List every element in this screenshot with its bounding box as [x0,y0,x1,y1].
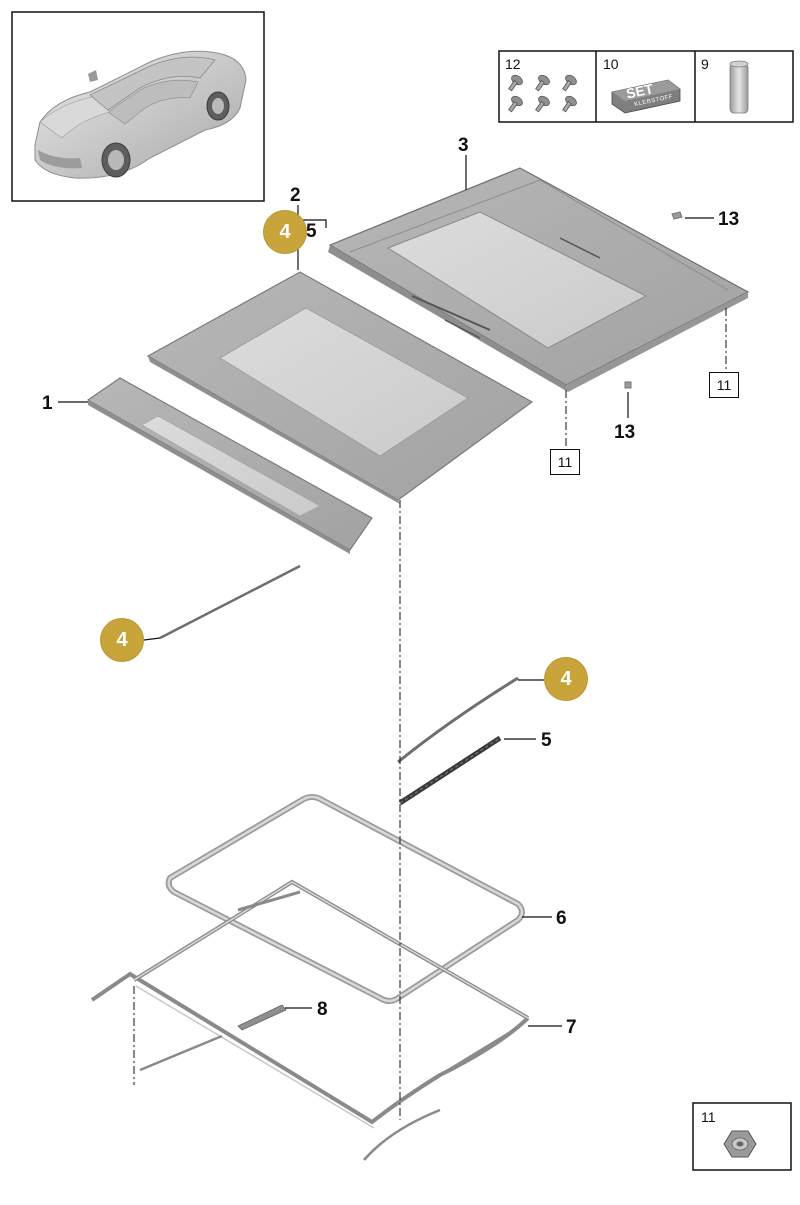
callout-6: 6 [556,908,567,929]
callout-13-bottom: 13 [614,422,636,443]
callout-2: 2 [290,185,301,206]
adhesive-set-icon [611,79,681,114]
clip-part-8 [237,1004,287,1031]
circled-callout-4-top: 4 [263,210,307,254]
callout-5-top: 5 [306,221,317,242]
callout-7: 7 [566,1017,577,1038]
callout-5-bottom: 5 [541,730,552,751]
legend-label-11: 11 [701,1109,716,1125]
clip-part-13-a [671,211,683,220]
can-icon [729,60,749,114]
seal-strips [159,564,519,806]
nut-icon [723,1130,757,1158]
vehicle-thumbnail [11,11,265,202]
callout-8: 8 [317,999,328,1020]
nut-legend-box [692,1102,792,1171]
glass-panel-part-2 [146,271,534,504]
seal-ring-part-6 [165,794,525,1004]
legend-label-9: 9 [701,56,709,72]
roof-frame-part-3 [328,167,750,392]
callout-3: 3 [458,135,469,156]
screw-set-icon [508,74,577,113]
legend-label-10: 10 [603,56,619,72]
alignment-lines [133,308,727,1120]
callout-1: 1 [42,393,53,414]
circled-callout-4-left: 4 [100,618,144,662]
front-panel-part-1 [86,377,373,554]
boxed-callout-11-right: 11 [709,372,739,398]
circled-callout-4-right: 4 [544,657,588,701]
callout-13-top: 13 [718,209,740,230]
legend-label-12: 12 [505,56,521,72]
lower-frame-part-7 [90,879,530,1161]
clip-part-13-b [624,381,632,389]
boxed-callout-11-center: 11 [550,449,580,475]
parts-legend-box [498,50,794,123]
